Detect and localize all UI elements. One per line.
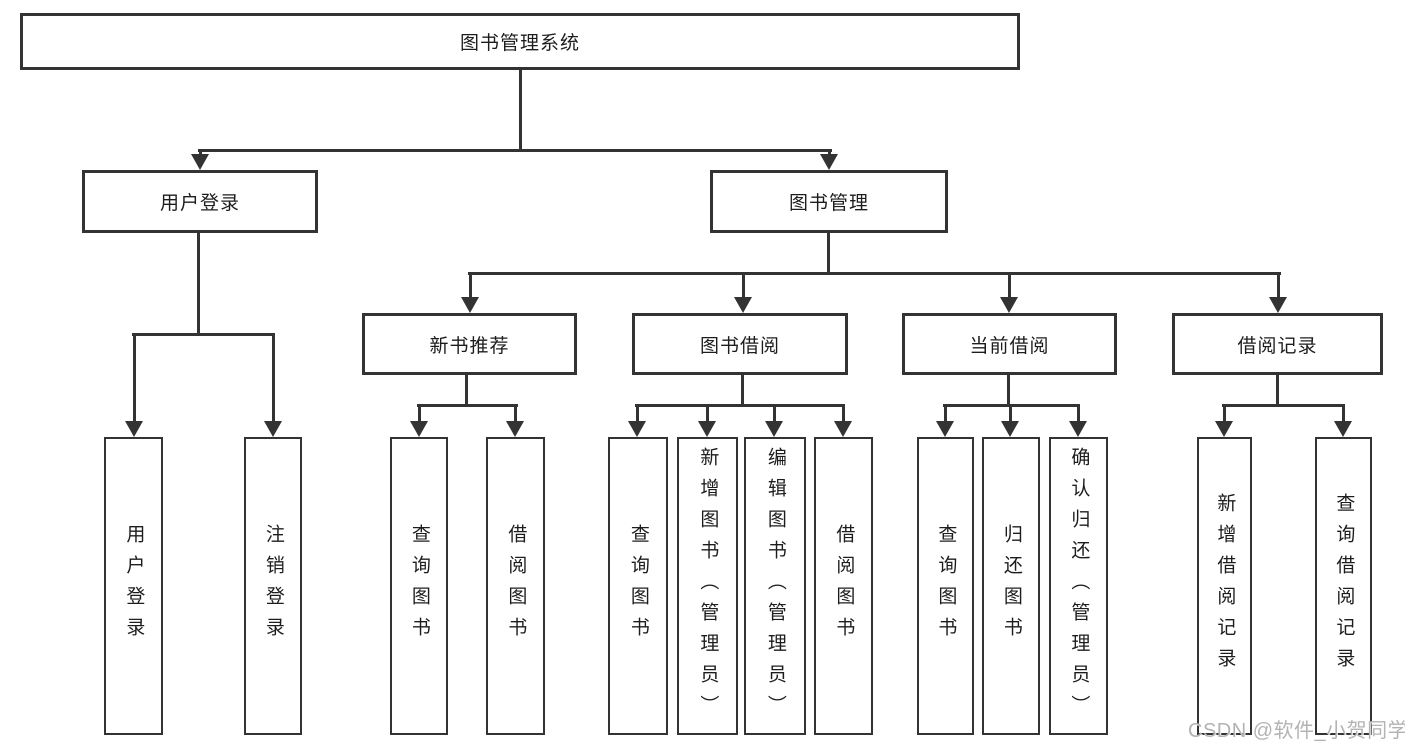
connector-line [635,404,845,407]
csdn-watermark: CSDN @软件_小贺同学 [1188,720,1405,742]
arrow-down-icon [506,421,524,437]
connector-line [417,404,518,407]
arrow-down-icon [1001,421,1019,437]
leaf-query-books-recommend: 查询图书 [390,437,448,735]
connector-arrow-shaft [1076,404,1080,423]
leaf-user-login: 用户登录 [104,437,163,735]
leaf-label: 注销登录 [262,524,284,648]
connector-arrow-shaft [198,149,202,156]
arrow-down-icon [125,421,143,437]
connector-line [741,375,744,407]
leaf-logout: 注销登录 [244,437,302,735]
connector-line [1007,375,1010,407]
node-label: 当前借阅 [969,335,1050,357]
connector-line [198,149,832,152]
leaf-label: 查询借阅记录 [1333,493,1355,679]
node-label: 图书管理系统 [459,33,580,54]
arrow-down-icon [410,421,428,437]
connector-arrow-shaft [132,333,136,423]
arrow-down-icon [191,154,209,170]
node-label: 借阅记录 [1237,335,1318,357]
connector-line [943,404,1080,407]
connector-line [1222,404,1345,407]
node-label: 图书管理 [788,193,869,214]
arrow-down-icon [1269,297,1287,313]
connector-arrow-shaft [1222,404,1226,423]
node-label: 用户登录 [159,193,240,214]
leaf-return-books: 归还图书 [982,437,1040,735]
connector-line [465,375,468,407]
arrow-down-icon [734,297,752,313]
leaf-label: 确认归还（管理员） [1068,446,1090,726]
connector-arrow-shaft [705,404,709,423]
connector-arrow-shaft [417,404,421,423]
connector-arrow-shaft [943,404,947,423]
connector-arrow-shaft [468,272,472,299]
leaf-query-books-borrowing: 查询图书 [608,437,668,735]
leaf-add-books-admin: 新增图书（管理员） [677,437,738,735]
arrow-down-icon [461,297,479,313]
leaf-label: 新增图书（管理员） [697,446,719,726]
connector-arrow-shaft [741,272,745,299]
leaf-label: 查询图书 [935,524,957,648]
leaf-label: 借阅图书 [833,524,855,648]
leaf-add-borrow-record: 新增借阅记录 [1197,437,1252,735]
leaf-label: 查询图书 [627,524,649,648]
connector-line [519,70,522,152]
node-user-login: 用户登录 [82,170,318,233]
arrow-down-icon [628,421,646,437]
connector-arrow-shaft [1341,404,1345,423]
leaf-label: 查询图书 [408,524,430,648]
arrow-down-icon [698,421,716,437]
node-label: 新书推荐 [429,335,510,357]
leaf-query-borrow-record: 查询借阅记录 [1315,437,1372,735]
node-label: 图书借阅 [699,335,780,357]
arrow-down-icon [765,421,783,437]
connector-arrow-shaft [772,404,776,423]
connector-line [132,333,275,336]
arrow-down-icon [1069,421,1087,437]
connector-arrow-shaft [1276,272,1280,299]
node-book-borrowing: 图书借阅 [632,313,848,375]
arrow-down-icon [936,421,954,437]
connector-arrow-shaft [827,149,831,156]
leaf-edit-books-admin: 编辑图书（管理员） [744,437,806,735]
leaf-borrow-books-recommend: 借阅图书 [486,437,545,735]
leaf-label: 归还图书 [1000,524,1022,648]
arrow-down-icon [834,421,852,437]
connector-line [197,233,200,336]
leaf-query-books-current: 查询图书 [917,437,974,735]
connector-arrow-shaft [271,333,275,423]
node-library-management-system: 图书管理系统 [20,13,1020,70]
leaf-label: 用户登录 [123,524,145,648]
connector-arrow-shaft [1007,272,1011,299]
connector-arrow-shaft [513,404,517,423]
arrow-down-icon [264,421,282,437]
node-current-borrowing: 当前借阅 [902,313,1117,375]
node-new-book-recommend: 新书推荐 [362,313,577,375]
connector-arrow-shaft [1008,404,1012,423]
leaf-label: 借阅图书 [505,524,527,648]
leaf-confirm-return-admin: 确认归还（管理员） [1049,437,1108,735]
arrow-down-icon [1334,421,1352,437]
connector-line [468,272,1281,275]
node-borrowing-records: 借阅记录 [1172,313,1383,375]
arrow-down-icon [820,154,838,170]
connector-line [1276,375,1279,407]
leaf-label: 编辑图书（管理员） [764,446,786,726]
arrow-down-icon [1215,421,1233,437]
leaf-label: 新增借阅记录 [1214,493,1236,679]
arrow-down-icon [1000,297,1018,313]
leaf-borrow-books: 借阅图书 [814,437,873,735]
connector-arrow-shaft [841,404,845,423]
connector-line [827,233,830,275]
connector-arrow-shaft [635,404,639,423]
node-book-management: 图书管理 [710,170,948,233]
